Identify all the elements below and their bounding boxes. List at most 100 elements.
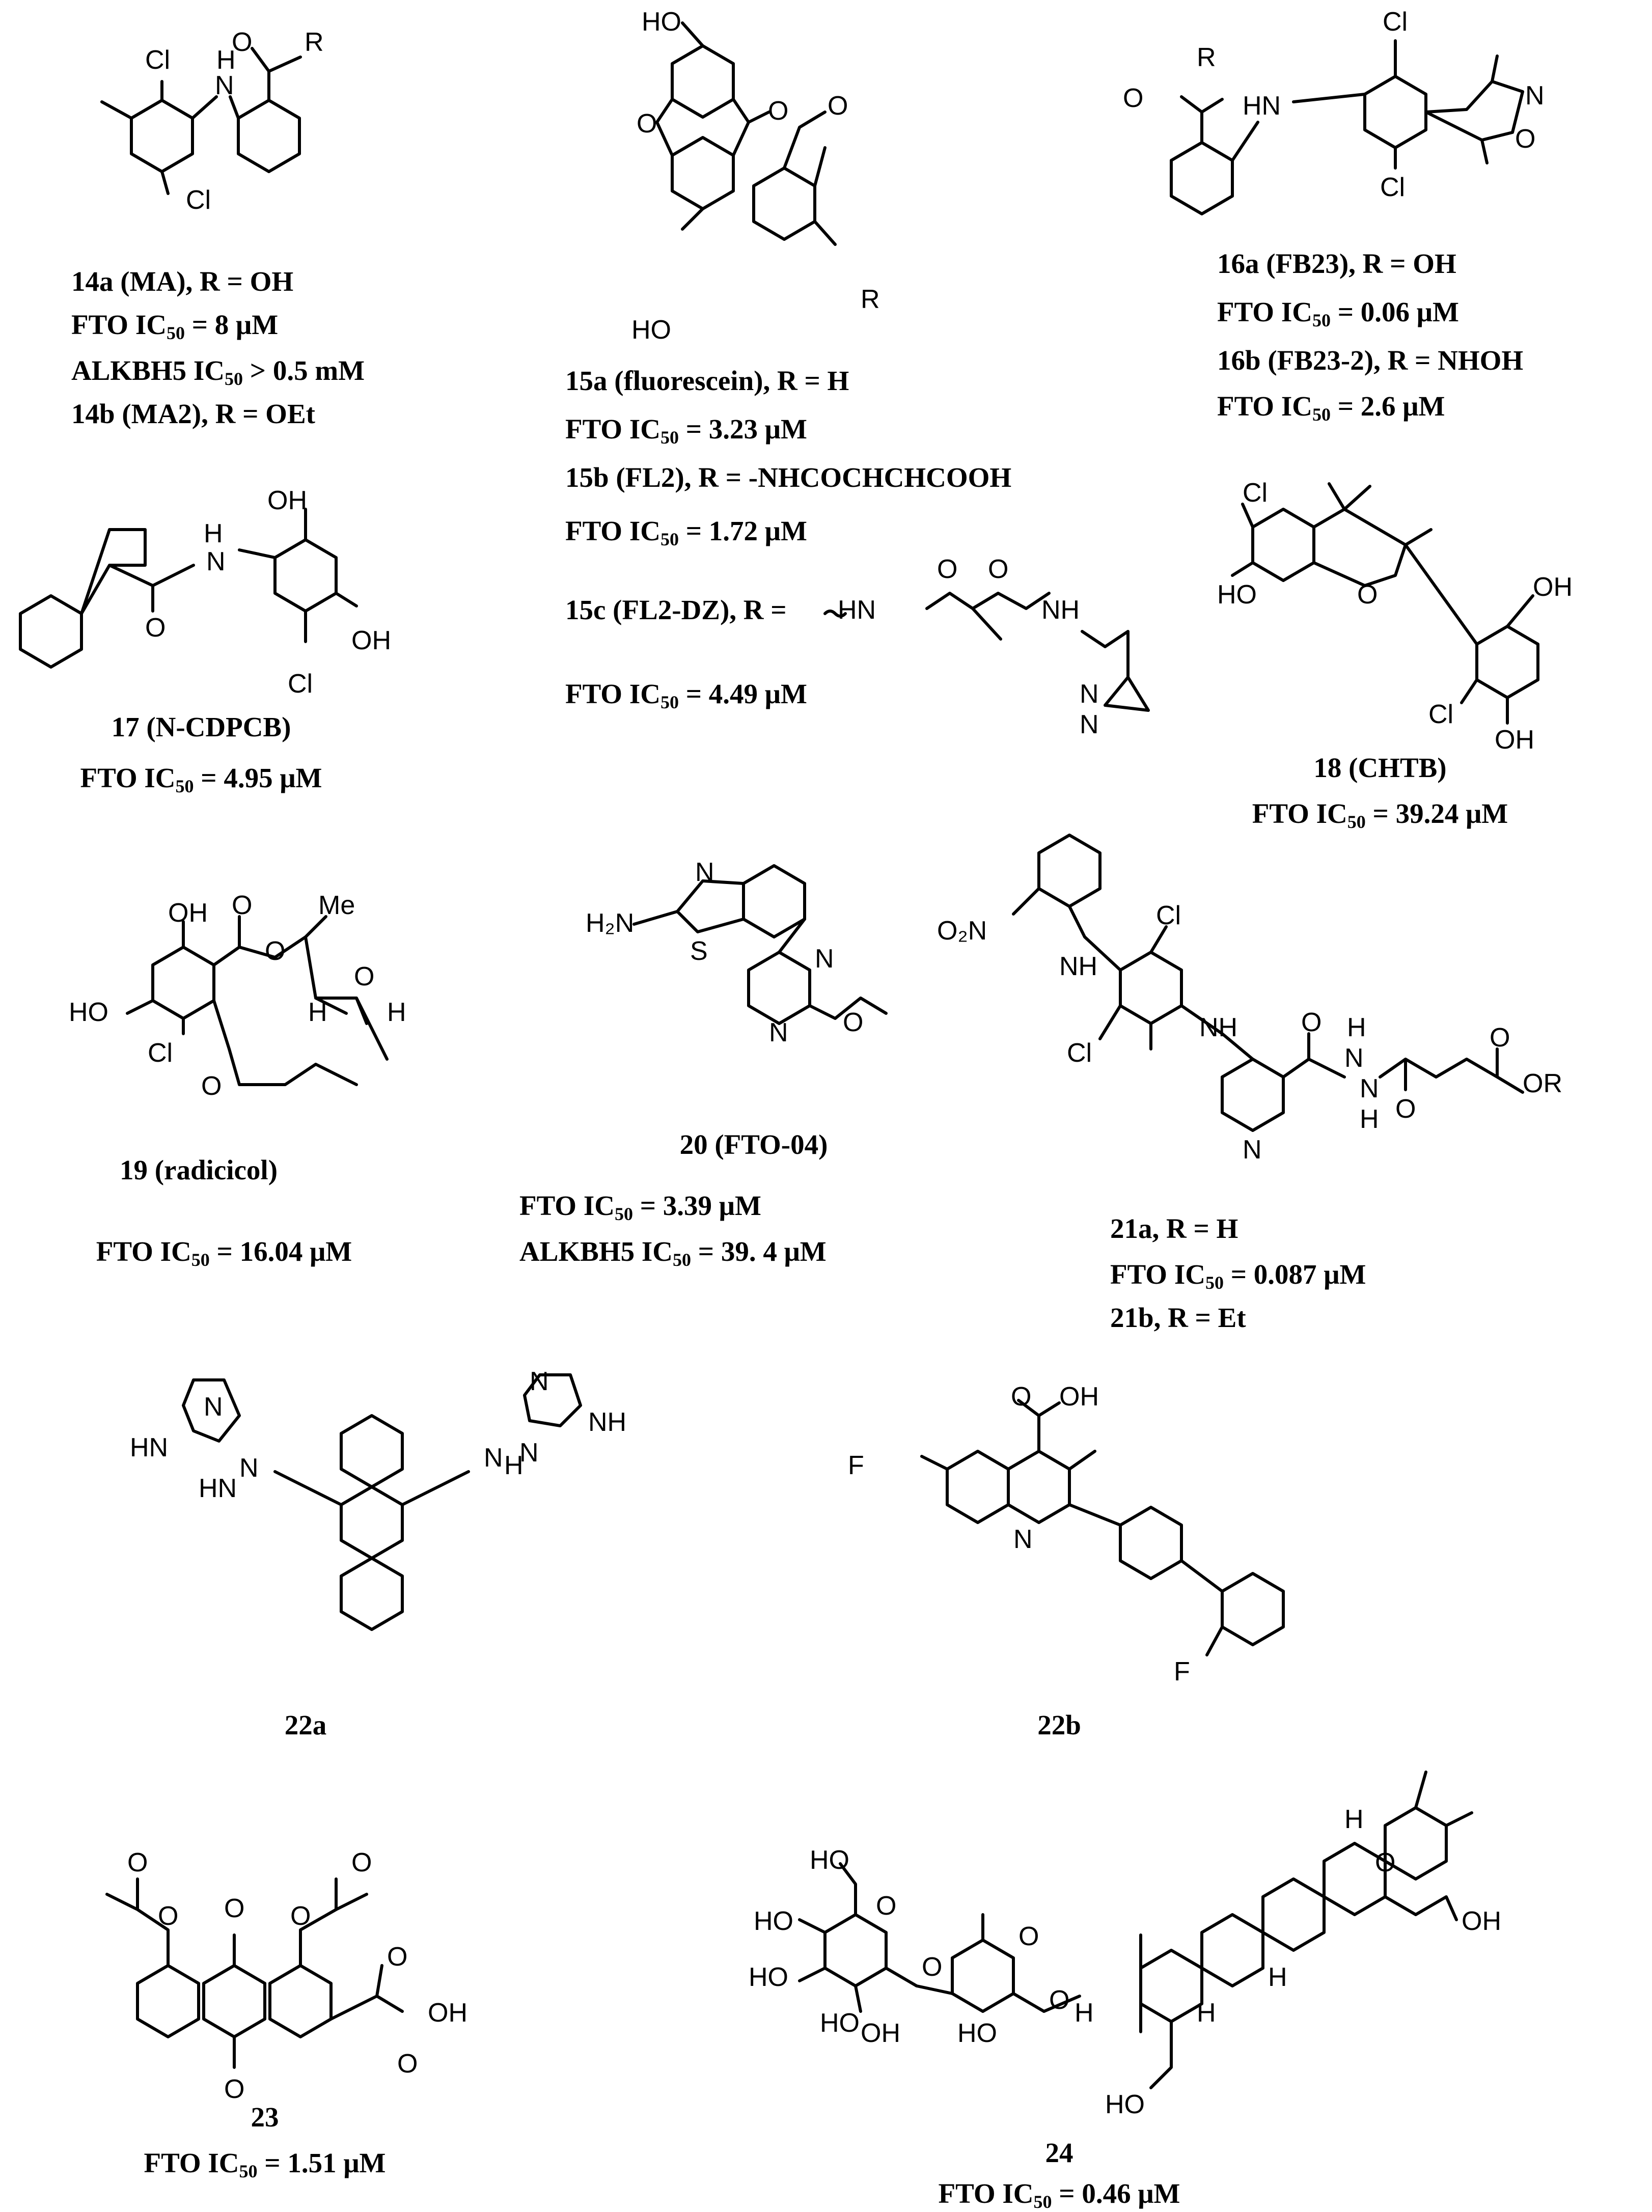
compound-21-atom-nh2: NH [1199, 1013, 1237, 1042]
compound-17-atom-h: H [204, 519, 223, 548]
compound-15-atom-r: R [861, 285, 880, 314]
compound-21-atom-npy: N [1243, 1135, 1262, 1165]
compound-16-atom-cl1: Cl [1383, 7, 1408, 37]
compound-16-atom-o: O [1123, 84, 1143, 113]
compound-14b-name: 14b (MA2), R = OEt [71, 398, 315, 429]
compound-22a-atom-hn2: HN [199, 1474, 237, 1503]
compound-20-atom-n3: N [769, 1018, 788, 1047]
compound-14-structure: Cl H N O R Cl [100, 27, 324, 215]
compound-22b-atom-f2: F [1174, 1657, 1190, 1686]
compound-24-structure: HO HO O HO HO OH O O HO H O H H OH O H H… [749, 1771, 1501, 2119]
compound-14-name: 14a (MA), R = OH [71, 266, 294, 297]
compound-22a-atom-n3: N [530, 1367, 549, 1396]
compound-21-atom-o1: O [1301, 1008, 1321, 1037]
compound-24-atom-o1: O [876, 1891, 896, 1921]
compound-15-atom-o-co: O [828, 91, 848, 121]
compound-20-atom-n1: N [695, 858, 714, 887]
compound-19-atom-oh: OH [168, 898, 208, 928]
compound-16-atom-hn: HN [1243, 91, 1281, 121]
compound-22b-structure: O OH F N F [848, 1382, 1285, 1686]
compound-19-atom-o1: O [232, 891, 252, 920]
compound-19-atom-o3: O [201, 1071, 222, 1101]
compound-18-fto: FTO IC50 = 39.24 μM [1252, 798, 1508, 832]
compound-15-atom-o2: O [988, 555, 1008, 584]
compound-18-name: 18 (CHTB) [1313, 752, 1447, 783]
compound-15a-fto: FTO IC50 = 3.23 μM [565, 413, 807, 448]
compound-23-atom-o8: O [387, 1942, 407, 1972]
compound-19-fto: FTO IC50 = 16.04 μM [96, 1236, 352, 1270]
compound-20-atom-s: S [690, 936, 708, 966]
compound-22a-atom-h3: H [504, 1451, 524, 1480]
compound-21a-name: 21a, R = H [1110, 1213, 1238, 1244]
compound-19-atom-o2: O [265, 936, 285, 966]
compound-21-atom-cl1: Cl [1156, 901, 1181, 930]
compound-15-atom-o-lac: O [768, 96, 788, 126]
compound-19-structure: OH O Me O HO Cl H O H O [69, 891, 406, 1101]
compound-21-atom-h2: H [1360, 1104, 1379, 1134]
compound-15-atom-o1: O [937, 555, 957, 584]
compound-18-atom-o: O [1357, 580, 1378, 610]
compound-20-structure: N H₂N S N N O [586, 858, 888, 1047]
compound-17-fto: FTO IC50 = 4.95 μM [80, 762, 322, 796]
compound-23-atom-o7: O [397, 2049, 418, 2079]
compound-14-atom-cl1: Cl [145, 45, 170, 75]
compound-19-atom-me: Me [318, 891, 355, 920]
compound-22a-name: 22a [284, 1709, 327, 1740]
compound-22b-name: 22b [1037, 1709, 1081, 1740]
compound-18-atom-oh1: OH [1533, 572, 1573, 602]
compound-19-atom-h1: H [308, 998, 327, 1027]
compound-15c-fto: FTO IC50 = 4.49 μM [565, 678, 807, 712]
compound-22a-atom-n4: N [519, 1438, 539, 1468]
compound-15-atom-o-ring: O [637, 109, 657, 139]
compound-24-atom-o5: O [1375, 1848, 1395, 1877]
compound-15-atom-hn: HN [838, 595, 876, 625]
compound-24-atom-h4: H [1344, 1805, 1364, 1834]
compound-19-atom-cl: Cl [148, 1038, 173, 1068]
compound-24-atom-h1: H [1075, 1998, 1094, 2028]
compound-24-atom-h2: H [1197, 1998, 1216, 2028]
compound-23-atom-o6: O [224, 2075, 244, 2104]
compound-21-atom-h1: H [1347, 1013, 1366, 1042]
compound-16-atom-r: R [1197, 43, 1216, 72]
compound-23-atom-o2: O [351, 1848, 372, 1877]
compound-21-atom-or: OR [1523, 1069, 1562, 1098]
compound-24-atom-h3: H [1268, 1962, 1287, 1992]
compound-21-atom-nh: NH [1059, 952, 1097, 981]
compound-14-atom-cl2: Cl [186, 185, 211, 215]
compound-16b-name: 16b (FB23-2), R = NHOH [1217, 345, 1524, 376]
compound-24-atom-ho4: HO [820, 2008, 860, 2038]
compound-18-atom-cl2: Cl [1428, 700, 1453, 729]
compound-23-atom-o4: O [224, 1894, 244, 1923]
compound-17-structure: H N O OH OH Cl [19, 486, 391, 699]
compound-22a-structure: N HN HN N N NH N H N [130, 1367, 626, 1631]
compound-18-atom-oh2: OH [1495, 725, 1534, 755]
compound-15-structure: HO O O O HO R HN O O NH N N [631, 7, 1150, 739]
compound-24-atom-ho6: HO [1105, 2090, 1145, 2119]
compound-16-atom-cl2: Cl [1380, 173, 1405, 202]
compound-17-atom-o: O [145, 613, 166, 643]
compound-18-structure: Cl HO O OH Cl OH [1217, 478, 1573, 755]
compound-17-atom-oh1: OH [267, 486, 307, 515]
compound-20-atom-o: O [843, 1008, 863, 1037]
compound-15c-name: 15c (FL2-DZ), R = [565, 594, 787, 625]
compound-22a-atom-hn1: HN [130, 1433, 168, 1462]
compound-15-atom-ho1: HO [642, 7, 681, 37]
compound-17-atom-oh2: OH [351, 626, 391, 655]
compound-22a-atom-nh1: NH [588, 1407, 626, 1437]
compound-23-atom-o1: O [127, 1848, 148, 1877]
compound-17-name: 17 (N-CDPCB) [111, 711, 291, 742]
compound-16-structure: O R HN Cl Cl N O [1123, 7, 1545, 215]
compound-16-atom-o-iso: O [1515, 124, 1535, 154]
compound-22b-atom-n: N [1013, 1525, 1033, 1554]
compound-21a-fto: FTO IC50 = 0.087 μM [1110, 1259, 1366, 1293]
compound-23-name: 23 [251, 2102, 279, 2133]
compound-14-fto: FTO IC50 = 8 μM [71, 309, 279, 343]
compound-15b-name: 15b (FL2), R = -NHCOCHCHCOOH [565, 462, 1012, 493]
compound-16a-name: 16a (FB23), R = OH [1217, 248, 1456, 279]
compound-21-atom-o2: O [1395, 1094, 1416, 1124]
compound-20-atom-n2: N [815, 944, 834, 974]
compound-24-atom-ho1: HO [810, 1845, 849, 1875]
compound-22a-atom-n2: N [239, 1453, 259, 1483]
compound-21-atom-o2n: O₂N [937, 916, 987, 946]
compound-24-name: 24 [1045, 2137, 1073, 2168]
